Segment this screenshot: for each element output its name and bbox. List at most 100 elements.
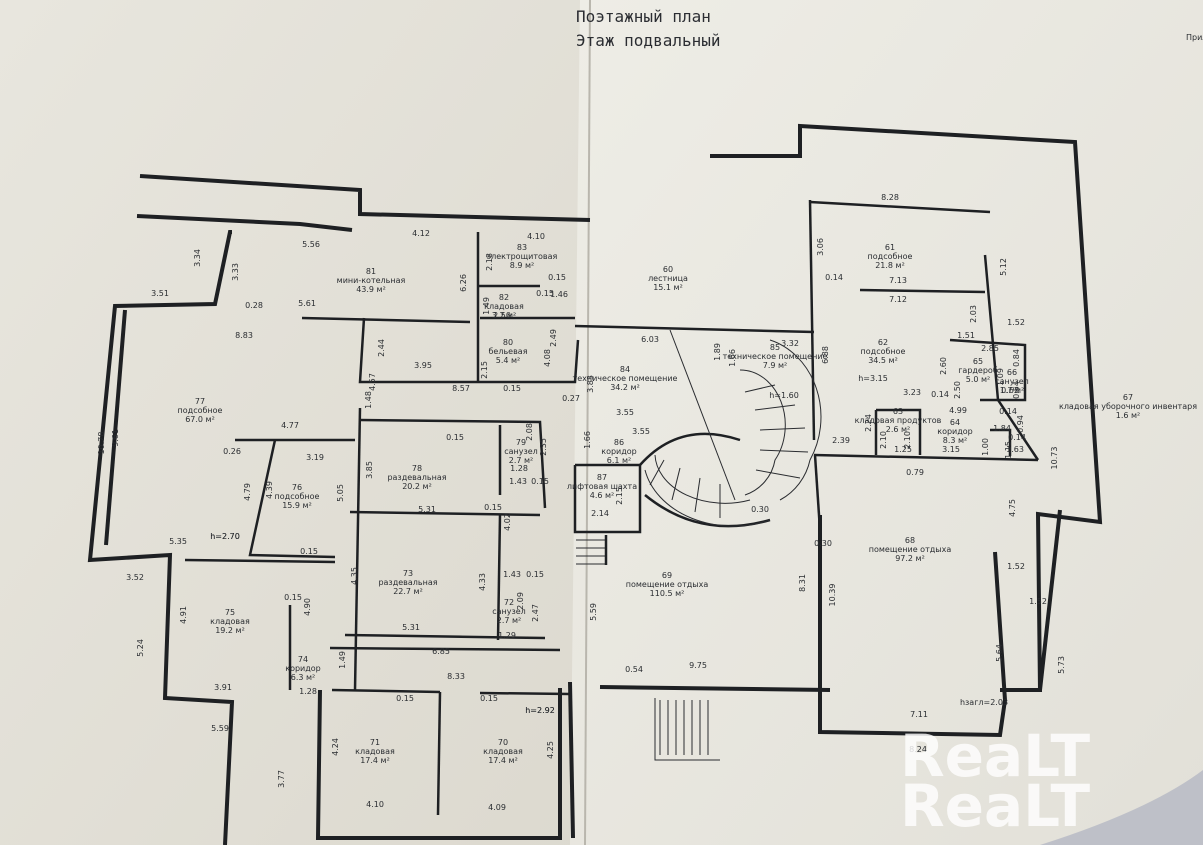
room-number: 69 <box>662 571 672 580</box>
room-name: мини-котельная <box>337 276 406 285</box>
height-label: h=2.70 <box>210 532 240 541</box>
dimension-label: 0.27 <box>562 394 580 403</box>
dimension-label: 5.35 <box>169 537 187 546</box>
dimension-label: 4.99 <box>949 406 967 415</box>
dimension-label: 3.33 <box>231 263 240 281</box>
dimension-label: h=2.92 <box>525 706 555 715</box>
height-label: h=2.92 <box>525 706 555 715</box>
height-label: h=1.60 <box>769 391 799 400</box>
room-name: санузел <box>492 607 526 616</box>
dimension-label: 1.28 <box>299 687 317 696</box>
room-area: 6.1 м² <box>607 456 632 465</box>
room-area: 17.4 м² <box>360 756 390 765</box>
dimension-label: 2.85 <box>981 344 999 353</box>
dimension-label: 8.57 <box>452 384 470 393</box>
dimension-label: 1.66 <box>728 349 737 367</box>
dimension-label: 6.88 <box>821 346 830 364</box>
dimension-label: 4.12 <box>412 229 430 238</box>
room-name: подсобное <box>861 347 906 356</box>
dimension-label: 1.25 <box>894 445 912 454</box>
dimension-label: 6.85 <box>432 647 450 656</box>
dimension-label: 0.84 <box>1012 349 1021 367</box>
dimension-label: 4.91 <box>179 606 188 624</box>
dimension-label: 0.14 <box>1008 433 1026 442</box>
dimension-label: 5.59 <box>589 603 598 621</box>
room-area: 8.9 м² <box>510 261 535 270</box>
dimension-label: 2.44 <box>377 339 386 357</box>
entrance-stairs <box>576 535 720 761</box>
room-area: 1.6 м² <box>1116 411 1141 420</box>
dimension-label: 4.77 <box>281 421 299 430</box>
dimension-label: 4.57 <box>368 373 377 391</box>
dimension-label: 2.08 <box>525 423 534 441</box>
dimension-label: 0.15 <box>536 289 554 298</box>
dimension-label: 1.49 <box>338 651 347 669</box>
room-name: санузел <box>995 377 1029 386</box>
room-number: 65 <box>973 357 983 366</box>
dimension-label: 2.39 <box>832 436 850 445</box>
room-number: 64 <box>950 418 960 427</box>
room-name: кладовая продуктов <box>855 416 942 425</box>
dimension-label: 5.12 <box>999 258 1008 276</box>
dimension-label: 0.79 <box>906 468 924 477</box>
dimension-label: 5.61 <box>298 299 316 308</box>
dimension-label: 1.51 <box>957 331 975 340</box>
room-area: 3.7 м² <box>492 311 517 320</box>
dimension-label: 0.94 <box>1016 415 1025 433</box>
room-number: 66 <box>1007 368 1017 377</box>
room-area: 110.5 м² <box>650 589 685 598</box>
dimension-label: 1.84 <box>993 424 1011 433</box>
room-number: 86 <box>614 438 624 447</box>
dimension-label: 2.10 <box>879 431 888 449</box>
dimension-label: 2.14 <box>591 509 609 518</box>
dimension-label: 9.61 <box>111 429 120 447</box>
room-number: 62 <box>878 338 888 347</box>
room-name: кладовая <box>355 747 395 756</box>
dimension-label: 0.15 <box>503 384 521 393</box>
room-number: 72 <box>504 598 514 607</box>
room-number: 85 <box>770 343 780 352</box>
room-number: 63 <box>893 407 903 416</box>
exterior-walls <box>87 123 1103 845</box>
plan-title-line2: Этаж подвальный <box>576 31 721 50</box>
dimension-label: 9.75 <box>689 661 707 670</box>
dimension-label: 4.08 <box>543 349 552 367</box>
room-number: 83 <box>517 243 527 252</box>
room-name: коридор <box>937 427 973 436</box>
dimension-label: 4.39 <box>265 481 274 499</box>
dimension-label: 2.60 <box>939 357 948 375</box>
dimension-label: 3.23 <box>903 388 921 397</box>
dimension-label: 0.15 <box>531 477 549 486</box>
dimension-label: 3.19 <box>306 453 324 462</box>
room-area: 19.2 м² <box>215 626 245 635</box>
dimension-label: 0.26 <box>223 447 241 456</box>
dimension-label: 2.50 <box>953 381 962 399</box>
dimension-label: 0.15 <box>446 433 464 442</box>
dimension-label: 0.30 <box>814 539 832 548</box>
dimension-label: 8.31 <box>798 574 807 592</box>
dimension-label: 6.26 <box>459 274 468 292</box>
dimension-label: 4.75 <box>1008 499 1017 517</box>
room-name: санузел <box>504 447 538 456</box>
dimension-label: 6.03 <box>641 335 659 344</box>
room-number: 73 <box>403 569 413 578</box>
room-number: 80 <box>503 338 513 347</box>
room-number: 78 <box>412 464 422 473</box>
dimension-label: 7.13 <box>889 276 907 285</box>
dimension-label: 5.31 <box>418 505 436 514</box>
room-number: 75 <box>225 608 235 617</box>
dimension-label: 4.02 <box>503 513 512 531</box>
height-label: hзагл=2.03 <box>960 698 1008 707</box>
room-area: 22.7 м² <box>393 587 423 596</box>
room-name: помещение отдыха <box>626 580 709 589</box>
dimension-label: 3.51 <box>151 289 169 298</box>
